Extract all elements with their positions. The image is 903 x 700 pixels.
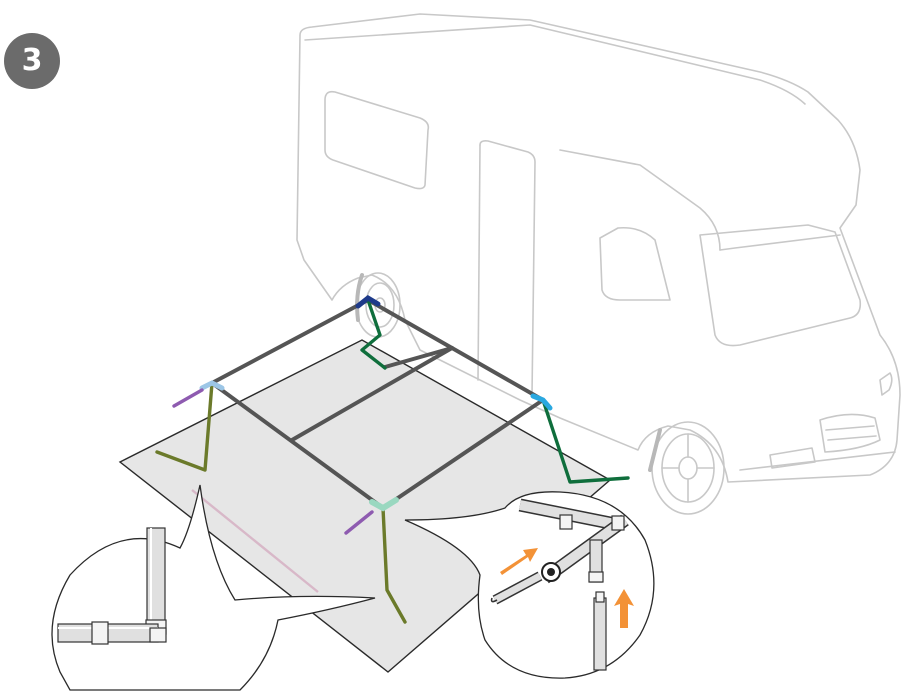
stub-purple-left — [174, 390, 202, 406]
step-number-badge: 3 — [4, 33, 60, 89]
